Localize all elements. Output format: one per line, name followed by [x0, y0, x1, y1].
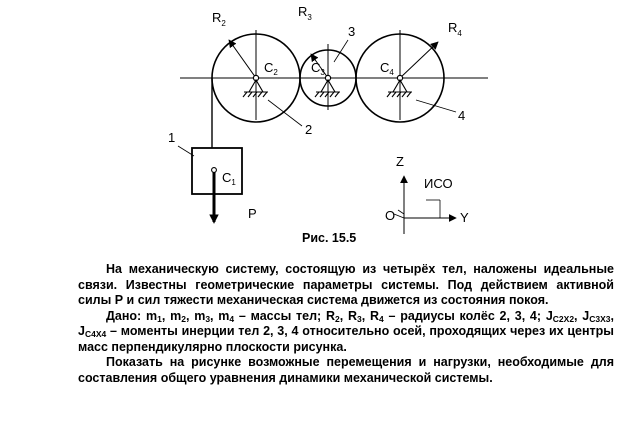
radius-r3-arrow: [310, 53, 329, 79]
label-body-4: 4: [458, 108, 465, 123]
problem-text: На механическую систему, состоящую из че…: [78, 262, 614, 386]
leader-2: [267, 99, 303, 127]
reference-frame: [393, 175, 457, 234]
label-c2: C2: [264, 60, 278, 77]
mechanism-figure: 1 2 3 4 R2 R3 R4 C1 C2 C3 C4 P Z Y O ИСО…: [168, 4, 488, 245]
wheel-2: [211, 30, 301, 123]
problem-statement: На механическую систему, состоящую из че…: [78, 262, 614, 307]
wheel-4: [355, 30, 445, 123]
pin-support-2: [242, 78, 268, 98]
label-body-1: 1: [168, 130, 175, 145]
figure-caption: Рис. 15.5: [302, 231, 356, 245]
label-r3: R3: [298, 4, 312, 22]
pin-support-4: [386, 78, 412, 98]
label-c4: C4: [380, 60, 394, 77]
given-data: Дано: m1, m2, m3, m4 – массы тел; R2, R3…: [78, 308, 614, 354]
label-c1: C1: [222, 170, 236, 187]
label-c3: C3: [311, 60, 325, 77]
wheel-3: [299, 44, 357, 110]
label-r4: R4: [448, 20, 462, 38]
radius-r2-arrow: [228, 39, 257, 79]
pin-support-3: [314, 78, 340, 98]
label-z: Z: [396, 154, 404, 169]
radius-r4-arrow: [399, 41, 439, 79]
task-statement: Показать на рисунке возможные перемещени…: [78, 355, 614, 385]
label-frame: ИСО: [424, 176, 453, 191]
leader-3: [333, 39, 349, 63]
label-y: Y: [460, 210, 469, 225]
block-1: [191, 147, 243, 195]
leader-1: [177, 145, 195, 157]
label-r2: R2: [212, 10, 226, 28]
label-force-p: P: [248, 206, 257, 221]
label-body-3: 3: [348, 24, 355, 39]
label-origin: O: [385, 208, 395, 223]
leader-4: [415, 99, 457, 113]
label-body-2: 2: [305, 122, 312, 137]
